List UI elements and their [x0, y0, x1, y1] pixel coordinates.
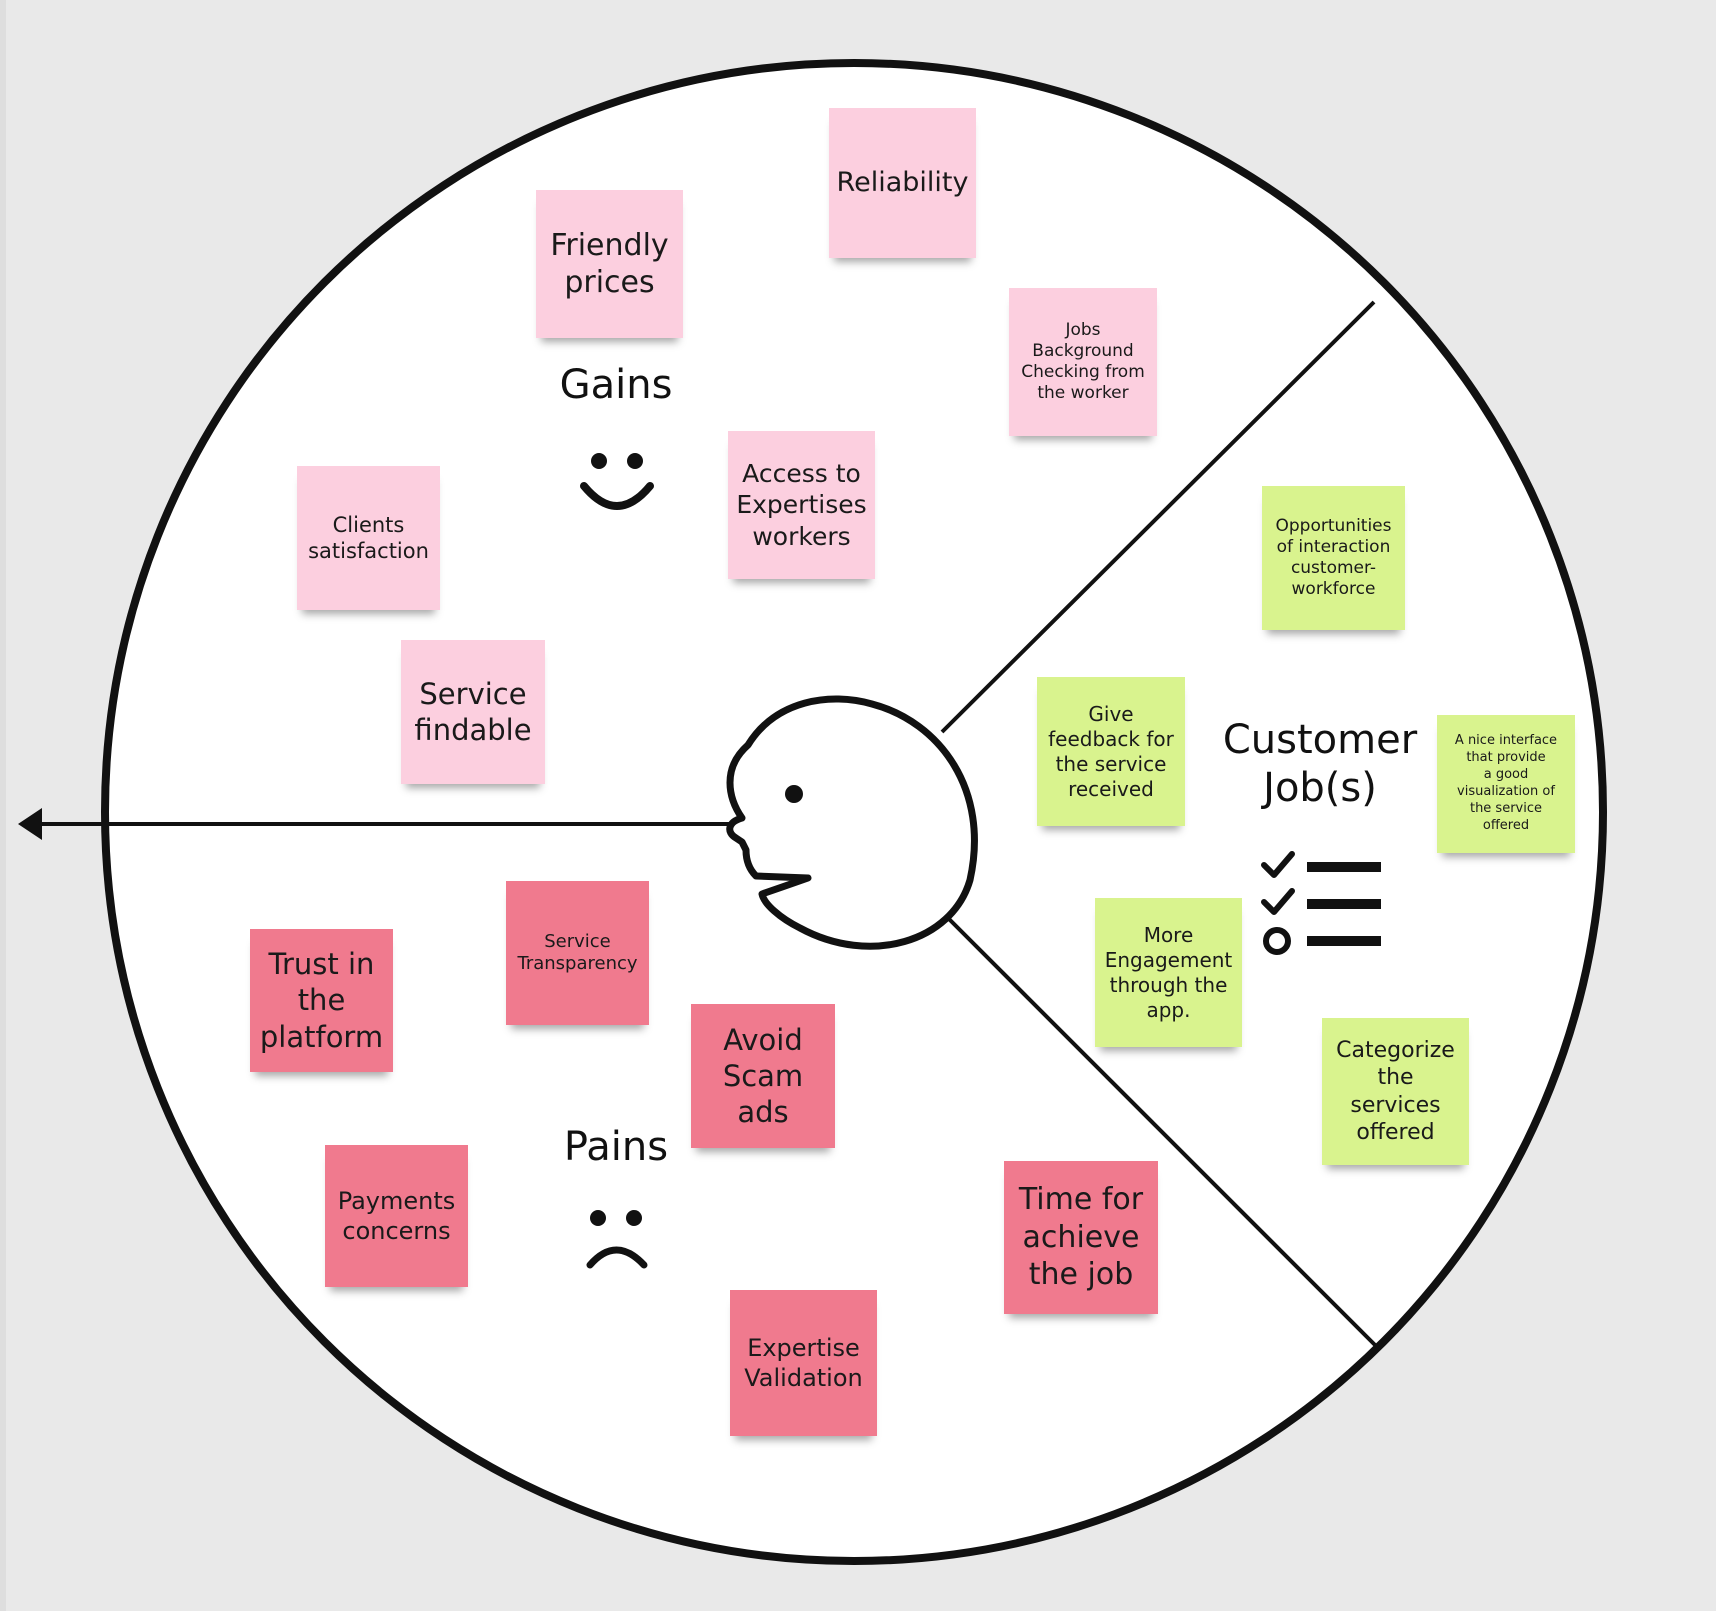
checklist-icon: [1261, 851, 1381, 955]
customer-head-icon: [726, 695, 978, 950]
sticky-text: Payments concerns: [337, 1187, 456, 1245]
sticky-payments-concerns[interactable]: Payments concerns: [325, 1145, 468, 1287]
sticky-reliability[interactable]: Reliability: [829, 108, 976, 258]
sticky-more-engagement[interactable]: More Engagement through the app.: [1095, 898, 1242, 1047]
sticky-text: Friendly prices: [550, 227, 669, 301]
sticky-text: Trust in the platform: [259, 947, 384, 1054]
sticky-text: More Engagement through the app.: [1104, 922, 1233, 1022]
sticky-expertise-validation[interactable]: Expertise Validation: [730, 1290, 877, 1436]
sticky-categorize-services[interactable]: Categorize the services offered: [1322, 1018, 1469, 1165]
sticky-text: Time for achieve the job: [1018, 1182, 1144, 1293]
sticky-text: Jobs Background Checking from the worker: [1021, 319, 1145, 404]
sticky-text: Categorize the services offered: [1336, 1037, 1455, 1146]
sticky-time-achieve-job[interactable]: Time for achieve the job: [1004, 1161, 1158, 1314]
pains-title: Pains: [563, 1124, 669, 1170]
arrow-left-icon: [18, 808, 42, 840]
sticky-access-expertises[interactable]: Access to Expertises workers: [728, 431, 875, 579]
sticky-text: Expertise Validation: [744, 1334, 863, 1392]
sticky-nice-interface[interactable]: A nice interface that provide a good vis…: [1437, 715, 1575, 853]
sticky-trust-platform[interactable]: Trust in the platform: [250, 929, 393, 1072]
sticky-text: Service Transparency: [517, 930, 638, 975]
customer-jobs-title: Customer Job(s): [1222, 717, 1418, 811]
sticky-background-checking[interactable]: Jobs Background Checking from the worker: [1009, 288, 1157, 436]
jobs-lower-divider: [940, 910, 1380, 1350]
smiley-face-icon: [580, 453, 654, 510]
gains-title: Gains: [559, 362, 673, 408]
sticky-clients-satisfaction[interactable]: Clients satisfaction: [297, 466, 440, 610]
sticky-give-feedback[interactable]: Give feedback for the service received: [1037, 677, 1185, 826]
sticky-text: Give feedback for the service received: [1048, 701, 1174, 801]
sticky-text: Avoid Scam ads: [722, 1022, 804, 1130]
sticky-service-findable[interactable]: Service findable: [401, 640, 545, 784]
sad-face-icon: [586, 1210, 648, 1269]
jobs-upper-divider: [940, 300, 1376, 734]
sticky-service-transparency[interactable]: Service Transparency: [506, 881, 649, 1025]
sticky-text: Clients satisfaction: [308, 512, 429, 563]
sticky-avoid-scam[interactable]: Avoid Scam ads: [691, 1004, 835, 1148]
sticky-text: Reliability: [836, 167, 969, 199]
sticky-text: A nice interface that provide a good vis…: [1454, 733, 1558, 833]
sticky-text: Service findable: [414, 676, 532, 747]
board-edge: [0, 0, 6, 1611]
sticky-text: Access to Expertises workers: [736, 459, 867, 551]
sticky-friendly-prices[interactable]: Friendly prices: [536, 190, 683, 338]
sticky-text: Opportunities of interaction customer- w…: [1275, 515, 1392, 600]
sticky-opportunities-interaction[interactable]: Opportunities of interaction customer- w…: [1262, 486, 1405, 630]
